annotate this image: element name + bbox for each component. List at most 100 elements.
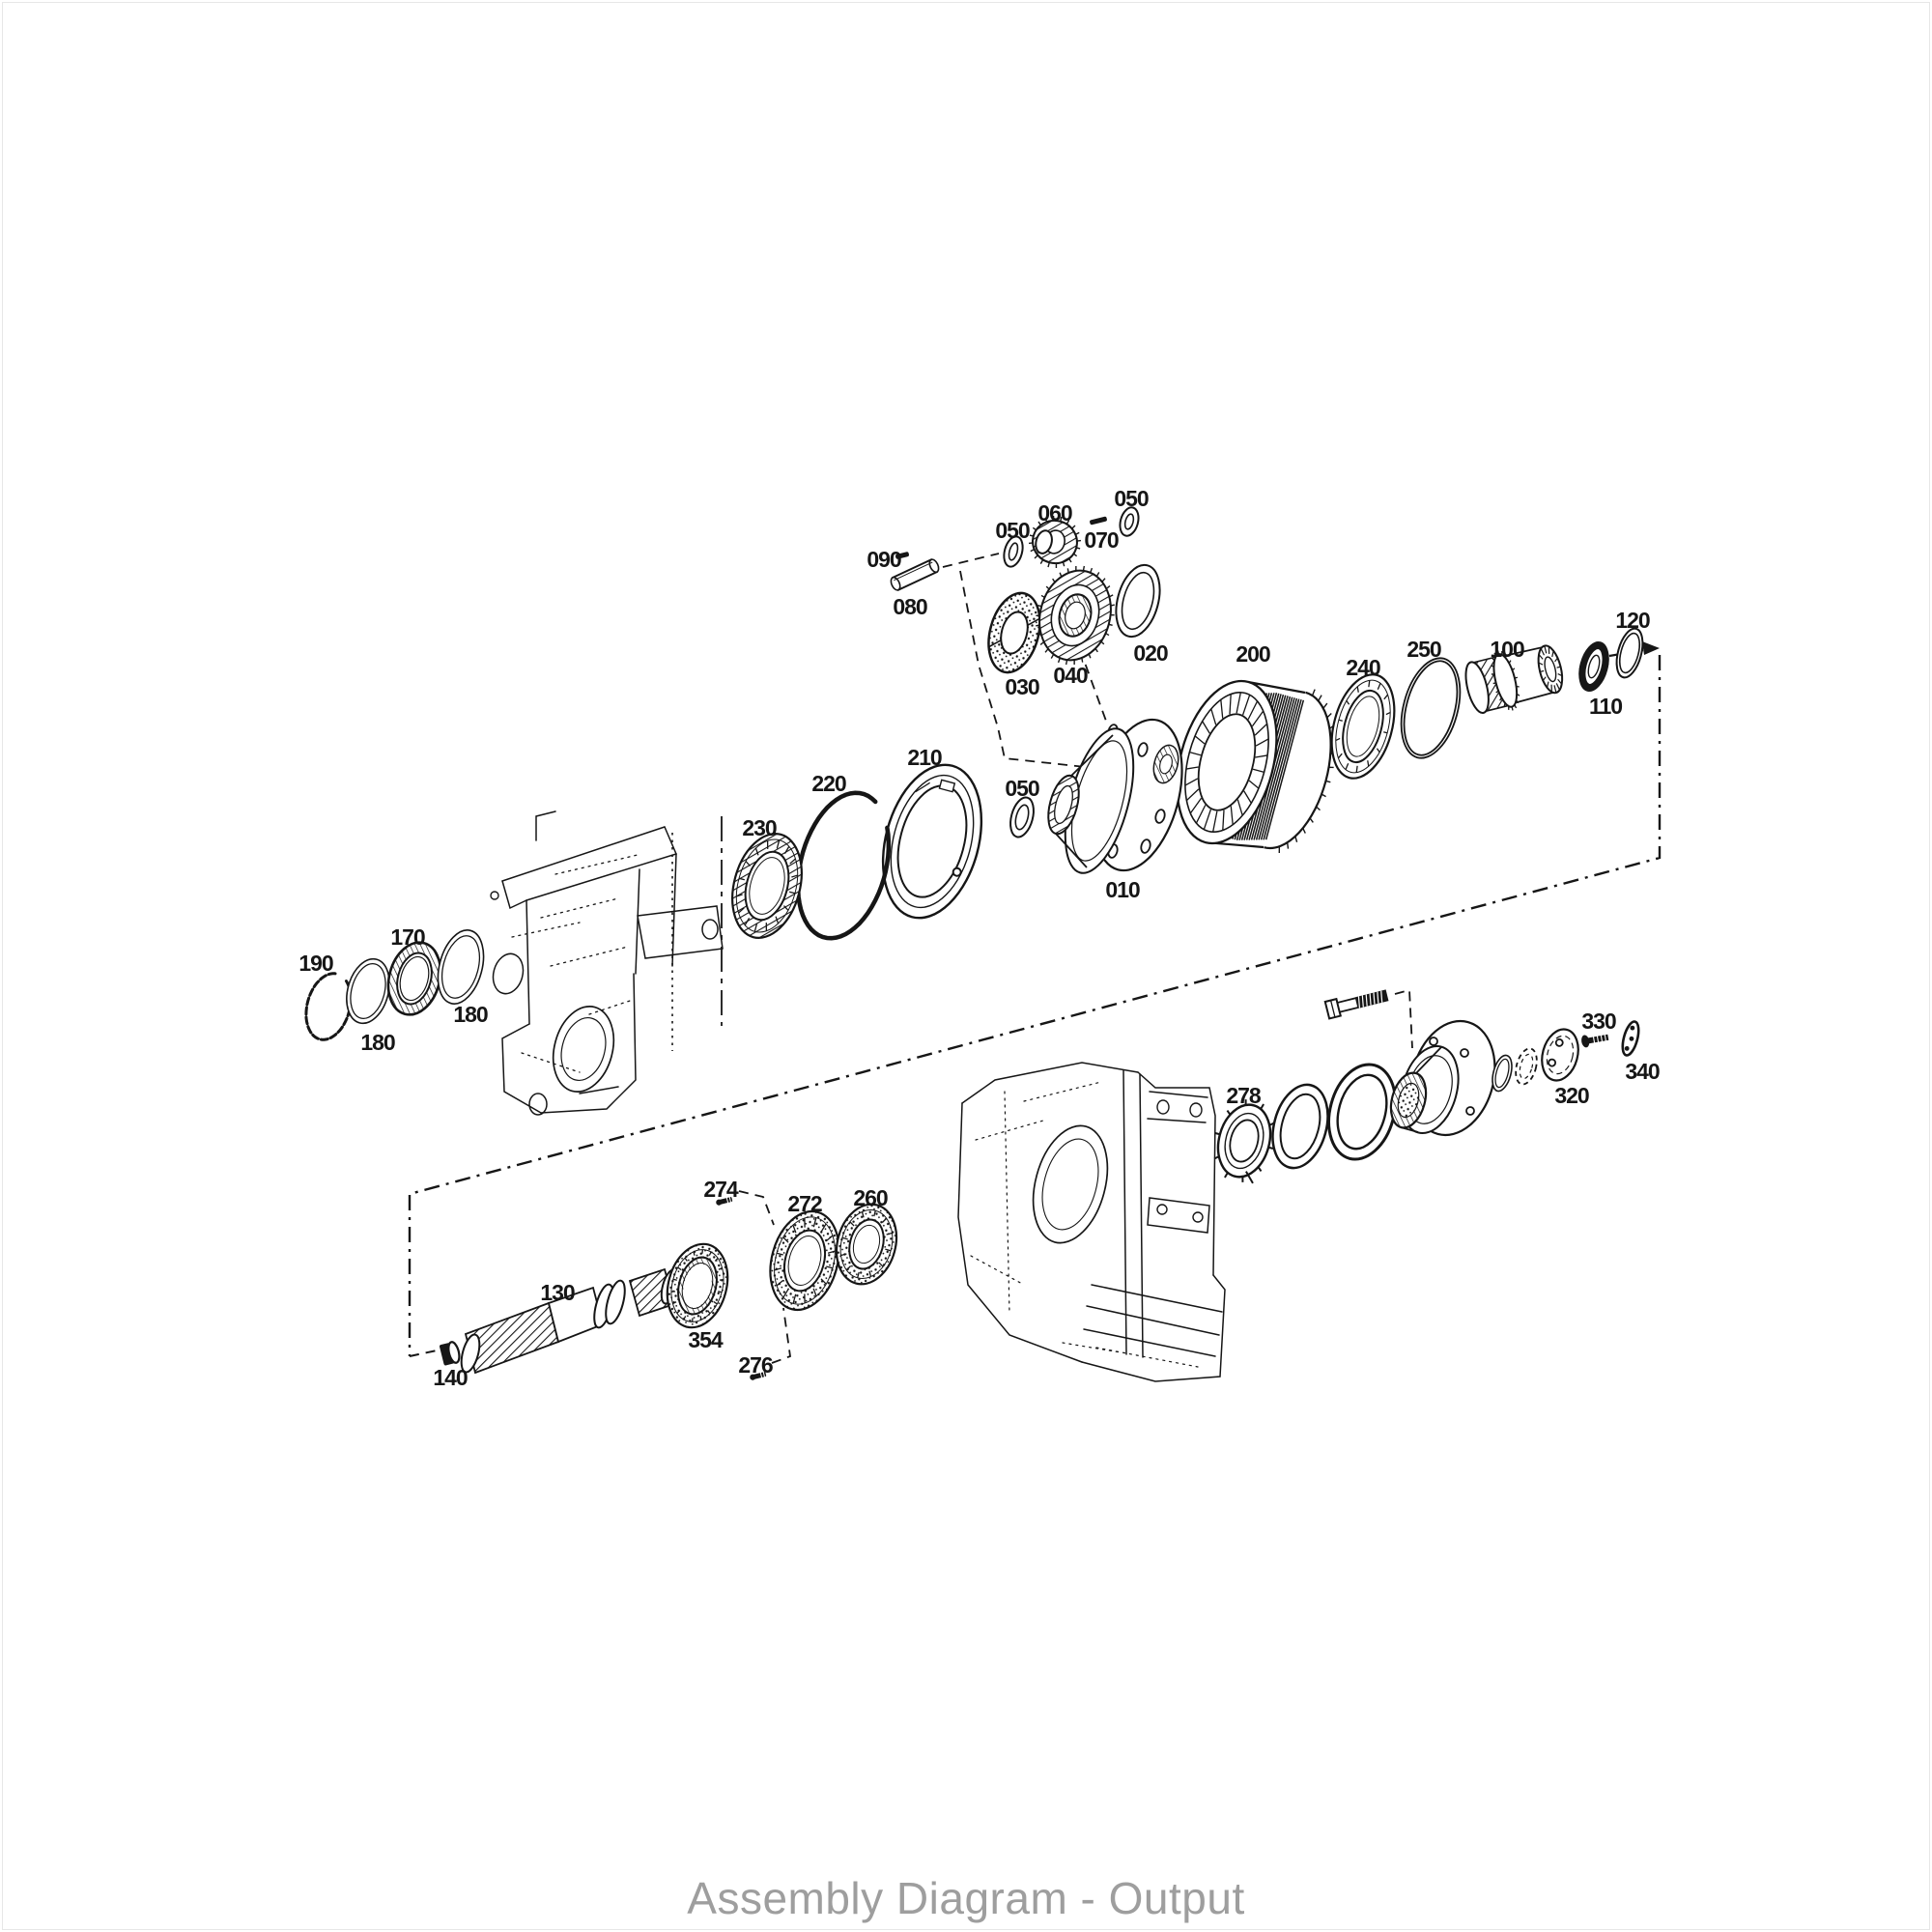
carrier-hole: [1137, 742, 1149, 757]
carrier-hub: [1047, 774, 1080, 836]
carrier-hole: [1140, 838, 1151, 854]
part-ring-large-300: [1327, 1063, 1397, 1161]
part-screw-330: [1581, 1034, 1609, 1048]
part-label-120: 120: [1615, 608, 1650, 633]
carrier-hole: [1154, 809, 1166, 824]
leader-leader-276: [771, 1307, 791, 1364]
part-bearing-260: [835, 1203, 898, 1286]
part-label-330: 330: [1581, 1009, 1616, 1034]
part-gear-060: [1028, 516, 1082, 568]
part-label-040: 040: [1053, 663, 1088, 688]
carrier-planet-peek: [1152, 744, 1179, 784]
part-pin-070: [1090, 516, 1107, 526]
part-label-220: 220: [811, 771, 846, 796]
leader-planet-box-left: [959, 570, 1087, 768]
part-screw-274: [716, 1196, 733, 1206]
part-label-080: 080: [893, 594, 927, 619]
part-plug-140: [440, 1341, 461, 1366]
leader-pin-to-ring-leader: [942, 553, 1000, 568]
part-ring-020: [1115, 563, 1161, 639]
part-label-050: 050: [1005, 776, 1039, 801]
part-nut-278: [1213, 1099, 1275, 1184]
part-bolt-lower: [1323, 989, 1389, 1020]
part-ring-small-1: [1492, 1054, 1513, 1093]
part-label-320: 320: [1554, 1083, 1589, 1108]
part-label-230: 230: [742, 815, 777, 840]
part-label-180: 180: [453, 1002, 488, 1027]
part-plate-340: [1621, 1020, 1640, 1057]
part-label-050: 050: [1114, 486, 1149, 511]
part-label-260: 260: [853, 1185, 888, 1210]
part-ring-050c: [1009, 796, 1035, 838]
part-label-010: 010: [1105, 877, 1140, 902]
part-label-278: 278: [1226, 1083, 1262, 1108]
left-housing-bore: [552, 1006, 615, 1093]
part-ring-120: [1615, 627, 1644, 679]
part-ring-170: [386, 941, 442, 1016]
leader-leader-140: [409, 1350, 438, 1357]
part-label-070: 070: [1084, 527, 1119, 553]
part-ring-180a: [346, 957, 390, 1025]
part-label-276: 276: [738, 1352, 773, 1378]
leader-leader-274: [738, 1190, 775, 1226]
part-label-250: 250: [1406, 637, 1441, 662]
part-ring-210: [881, 763, 983, 920]
part-flange-output: [1389, 1019, 1496, 1137]
part-ring-180b: [437, 929, 485, 1005]
shaft-cap: [460, 1333, 481, 1374]
part-snapring-220: [795, 790, 892, 941]
part-label-340: 340: [1625, 1059, 1660, 1084]
part-label-050: 050: [995, 518, 1030, 543]
right-housing-bore: [1032, 1124, 1109, 1244]
drum-front: [1176, 679, 1278, 845]
left-housing-bore-small: [492, 952, 525, 995]
axis-arrowhead: [1642, 641, 1660, 655]
part-label-090: 090: [867, 547, 901, 572]
part-seal-ring-300: [1271, 1083, 1329, 1170]
part-roller-080: [890, 558, 940, 591]
part-ring-050b: [1119, 506, 1140, 537]
shaft100-ridge: [1491, 650, 1520, 711]
leader-leader-bolt: [1394, 988, 1413, 1049]
part-label-020: 020: [1133, 640, 1168, 666]
shaft-collar2: [605, 1279, 626, 1325]
part-label-274: 274: [703, 1177, 739, 1202]
part-label-110: 110: [1589, 694, 1622, 719]
part-washer-030: [987, 591, 1041, 674]
part-plate-320: [1541, 1028, 1579, 1082]
part-gearshaft-100: [1464, 644, 1564, 714]
part-bearing-240: [1330, 673, 1396, 780]
right-housing-sketch: [957, 1062, 1226, 1382]
part-drum-200: [1176, 679, 1336, 854]
part-label-210: 210: [907, 745, 942, 770]
part-label-140: 140: [433, 1365, 468, 1390]
part-label-100: 100: [1490, 637, 1524, 662]
part-label-200: 200: [1236, 641, 1270, 667]
left-housing-sketch: [490, 810, 724, 1116]
part-screw-276: [750, 1371, 767, 1380]
part-ring-dashed: [1515, 1047, 1538, 1086]
part-label-240: 240: [1346, 655, 1380, 680]
caption: Assembly Diagram - Output: [687, 1873, 1245, 1923]
part-bearing-272: [769, 1209, 840, 1312]
part-label-190: 190: [298, 951, 333, 976]
part-label-030: 030: [1005, 674, 1039, 699]
part-shaft-130: [460, 1267, 679, 1375]
part-label-060: 060: [1037, 500, 1072, 526]
part-label-170: 170: [390, 924, 425, 950]
part-oring-250: [1400, 657, 1462, 759]
part-carrier-010: [1047, 718, 1183, 874]
part-ring-354: [666, 1242, 729, 1329]
part-gear-040: [1036, 565, 1115, 666]
part-label-130: 130: [540, 1280, 575, 1305]
part-pin-090: [895, 552, 909, 559]
part-label-272: 272: [787, 1191, 822, 1216]
part-label-354: 354: [688, 1327, 724, 1352]
leader-main-boundary-line: [408, 655, 1662, 1356]
leader-axis-arrow-dash: [1608, 648, 1644, 658]
part-ring-110: [1578, 641, 1609, 692]
flange-hub: [1389, 1071, 1428, 1129]
part-ring-050a: [1003, 535, 1024, 568]
